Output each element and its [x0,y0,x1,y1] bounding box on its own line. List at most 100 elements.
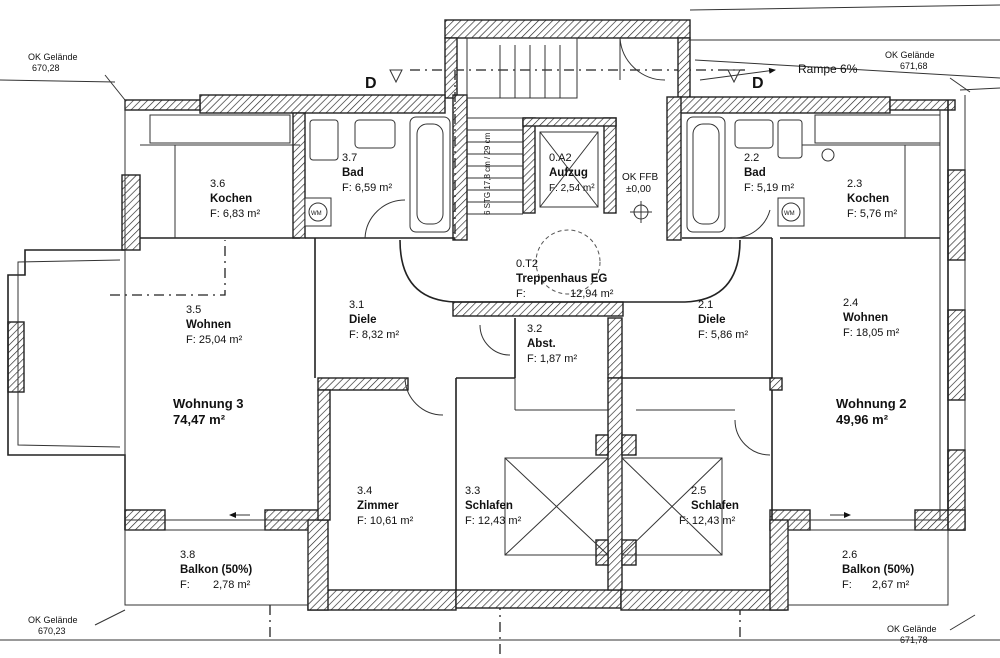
room-number: 0.A2 [549,152,572,164]
room-area: F: 10,61 m² [357,515,414,527]
room-2-1: 2.1 Diele F: 5,86 m² [698,299,748,341]
room-3-4: 3.4 Zimmer F: 10,61 m² [357,485,414,527]
unit-name: Wohnung 2 [836,396,907,411]
room-area-value: 12,94 m² [570,288,614,300]
room-number: 2.4 [843,297,858,309]
room-area: F: 5,86 m² [698,329,748,341]
room-number: 3.3 [465,485,480,497]
room-area: F: 5,19 m² [744,182,794,194]
room-area-prefix: F: [842,579,852,591]
unit-name: Wohnung 3 [173,396,244,411]
section-line: D D [365,69,764,92]
terrain-bottom-right-value: 671,78 [900,635,928,645]
room-2-3: 2.3 Kochen F: 5,76 m² [847,178,897,220]
room-name: Kochen [847,193,889,205]
terrain-top-left-label: OK Gelände [28,52,78,62]
room-area: F: 18,05 m² [843,327,900,339]
kitchen-counter-right [814,114,941,144]
room-area: F: 2,54 m² [549,183,595,194]
room-area: F: 5,76 m² [847,208,897,220]
room-name: Wohnen [186,319,231,331]
kitchen-stove-icon [821,148,835,162]
room-area: F: 12,43 m² [679,515,736,527]
ok-ffb-label: OK FFB [622,172,658,183]
room-name: Schlafen [691,500,739,512]
room-3-6: 3.6 Kochen F: 6,83 m² [210,178,260,220]
section-marker-left-icon [389,69,403,84]
room-number: 2.3 [847,178,862,190]
room-name: Balkon (50%) [180,564,252,576]
terrain-bottom-left-label: OK Gelände [28,615,78,625]
room-3-5: 3.5 Wohnen F: 25,04 m² [186,304,243,346]
room-name: Diele [349,314,377,326]
ramp: Rampe 6% [699,62,858,81]
toilet-right-icon [777,119,803,159]
unit-wohnung-3: Wohnung 3 74,47 m² [173,396,244,427]
terrain-top-left-value: 670,28 [32,63,60,73]
room-3-2: 3.2 Abst. F: 1,87 m² [527,323,577,365]
room-number: 3.4 [357,485,372,497]
room-name: Bad [342,167,364,179]
room-name: Aufzug [549,167,588,179]
room-name: Kochen [210,193,252,205]
ok-ffb-value: ±0,00 [626,184,651,195]
terrain-bottom-left-value: 670,23 [38,626,66,636]
room-number: 2.6 [842,549,857,561]
terrain-top-right-label: OK Gelände [885,50,935,60]
room-3-1: 3.1 Diele F: 8,32 m² [349,299,399,341]
room-area: F: 6,83 m² [210,208,260,220]
room-2-2: 2.2 Bad F: 5,19 m² [744,152,794,194]
terrain-labels: OK Gelände 670,28 OK Gelände 671,68 OK G… [28,50,937,645]
room-0-a2: 0.A2 Aufzug F: 2,54 m² [549,152,595,194]
room-0-t2: 0.T2 Treppenhaus EG F: 12,94 m² [516,258,614,300]
room-3-8: 3.8 Balkon (50%) F: 2,78 m² [180,549,252,591]
room-name: Bad [744,167,766,179]
appliance-label-left: WM [311,211,322,217]
kitchen-counter-left [149,114,291,144]
terrain-bottom-right-label: OK Gelände [887,624,937,634]
walls [7,19,966,611]
room-number: 3.1 [349,299,364,311]
room-number: 0.T2 [516,258,538,270]
room-number: 3.8 [180,549,195,561]
room-number: 2.1 [698,299,713,311]
appliance-label-right: WM [784,211,795,217]
room-name: Balkon (50%) [842,564,914,576]
sink-left-icon [354,119,396,149]
outlines [7,37,966,606]
room-number: 2.5 [691,485,706,497]
room-area: F: 1,87 m² [527,353,577,365]
room-number: 3.7 [342,152,357,164]
room-2-6: 2.6 Balkon (50%) F: 2,67 m² [842,549,914,591]
toilet-left-icon [309,119,339,161]
section-label-right: D [752,75,764,92]
room-3-7: 3.7 Bad F: 6,59 m² [342,152,392,194]
room-name: Abst. [527,338,556,350]
room-number: 3.5 [186,304,201,316]
room-name: Zimmer [357,500,399,512]
room-2-4: 2.4 Wohnen F: 18,05 m² [843,297,900,339]
unit-area: 74,47 m² [173,412,226,427]
stair-treads [467,45,561,215]
room-name: Wohnen [843,312,888,324]
fixtures: WM WM [149,114,941,233]
section-label-left: D [365,75,377,92]
room-name: Treppenhaus EG [516,273,607,285]
room-area: F: 6,59 m² [342,182,392,194]
room-number: 2.2 [744,152,759,164]
room-area: F: 8,32 m² [349,329,399,341]
terrain-top-right-value: 671,68 [900,61,928,71]
room-area: F: 25,04 m² [186,334,243,346]
room-name: Schlafen [465,500,513,512]
sink-right-icon [734,119,774,149]
room-area-value: 2,67 m² [872,579,910,591]
room-area-value: 2,78 m² [213,579,251,591]
site-lines [0,4,1000,658]
room-3-3: 3.3 Schlafen F: 12,43 m² [465,485,522,527]
room-name: Diele [698,314,726,326]
unit-wohnung-2: Wohnung 2 49,96 m² [836,396,907,427]
unit-area: 49,96 m² [836,412,889,427]
room-number: 3.2 [527,323,542,335]
stair-annotation: 6 STG 17,8 cm / 29 cm [483,132,492,215]
